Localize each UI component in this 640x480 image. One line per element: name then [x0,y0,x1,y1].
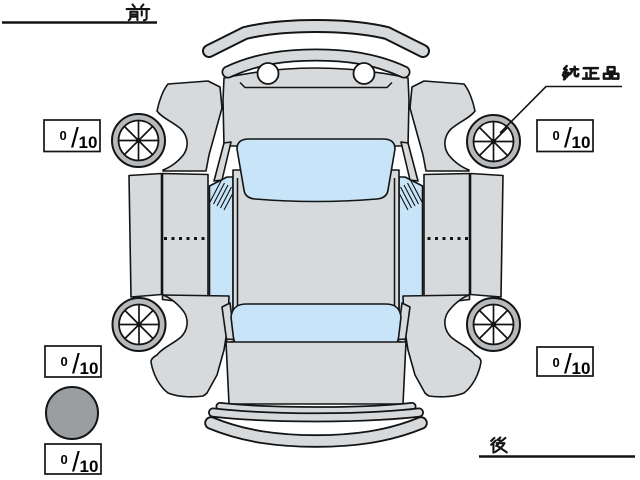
wheel-rear-right [466,297,521,352]
hood [222,67,410,147]
kanji-stroke [498,438,506,441]
hood-circle-right [352,62,376,85]
score-box-rect [44,345,102,378]
rear-bumper-fill [206,418,426,446]
car-body [127,18,505,448]
kanji-stroke [563,73,568,80]
score-max: 10 [79,133,98,152]
tread-box-front-left: 0 / 10 [43,119,101,153]
score-separator: / [71,122,79,153]
score-separator: / [564,348,572,379]
cowl-line [239,81,393,89]
tread-box-rear-right: 0 / 10 [536,346,594,379]
score-separator: / [72,348,80,379]
kanji-stroke [583,68,599,79]
score-separator: / [72,446,80,477]
hood-circle-left [256,62,280,85]
score-value: 0 [553,128,560,143]
score-value: 0 [61,354,68,369]
kanji-stroke [604,67,618,79]
kanji-stroke [127,5,150,10]
kanji-genuine-1-icon [563,66,578,79]
score-max: 10 [80,457,99,476]
score-box-rect [44,443,102,475]
score-value: 0 [553,355,560,370]
label-rear [479,438,635,458]
score-box-rect [536,346,594,377]
tread-box-spare: 0 / 10 [44,443,102,477]
score-max: 10 [572,359,591,378]
label-genuine-part [499,66,622,134]
trunk-lip-lower-fill [209,409,423,421]
kanji-genuine-2-icon [583,68,599,79]
kanji-stroke [495,442,507,452]
score-separator: / [564,122,572,153]
trunk-lip-upper-fill [217,403,415,414]
front-bumper-fill [204,20,428,56]
kanji-stroke [491,438,496,453]
score-value: 0 [61,452,68,467]
tread-box-rear-left: 0 / 10 [44,345,102,379]
score-max: 10 [572,133,591,152]
hood-lip-fill [223,50,409,77]
score-max: 10 [80,359,99,378]
kanji-stroke [129,12,138,20]
tread-score-boxes: 0 / 10 0 / 10 0 / 10 0 / 10 [43,119,594,477]
windshield [236,138,396,203]
kanji-rear-icon [491,438,507,453]
label-front [2,5,157,24]
wheel-front-left [111,113,166,168]
wheel-rear-left [111,297,167,352]
kanji-stroke [569,67,578,76]
tread-box-front-right: 0 / 10 [536,119,594,153]
score-box-rect [536,119,594,153]
kanji-stroke [142,10,147,20]
score-value: 0 [60,128,67,143]
trunk [225,341,407,405]
wheel-front-right [466,114,521,169]
leader-line [499,85,622,134]
score-box-rect [43,119,101,153]
kanji-front-icon [127,5,150,21]
kanji-genuine-3-icon [604,67,618,79]
spare-tire-icon [45,386,99,440]
